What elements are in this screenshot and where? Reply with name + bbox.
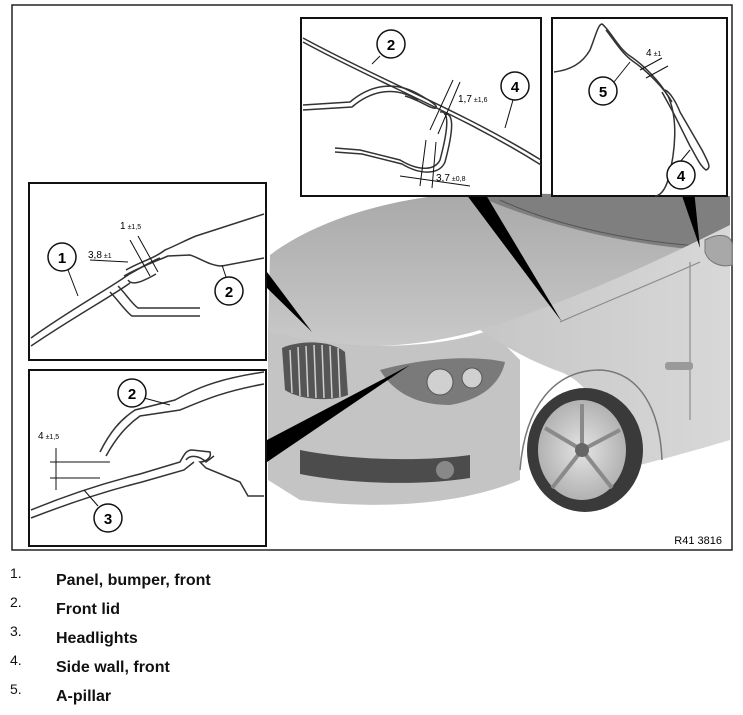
callout-4b: 4 xyxy=(677,168,686,185)
dim-4-left: 4±1,5 xyxy=(38,431,59,442)
legend-item: 2. Front lid xyxy=(10,594,730,623)
dim-3-7: 3,7±0,8 xyxy=(436,173,466,184)
legend-number: 4. xyxy=(10,652,22,668)
legend-item: 5. A-pillar xyxy=(10,681,730,710)
legend-label: Front lid xyxy=(56,601,120,618)
callout-2b: 2 xyxy=(225,284,233,301)
legend-number: 3. xyxy=(10,623,22,639)
detail-lid-headlight: 4±1,5 2 3 xyxy=(28,369,267,547)
callout-3: 3 xyxy=(104,511,112,528)
dim-3-8: 3,8±1 xyxy=(88,250,112,261)
legend-list: 1. Panel, bumper, front 2. Front lid 3. … xyxy=(10,565,730,710)
callout-2: 2 xyxy=(387,37,395,54)
callout-4: 4 xyxy=(511,79,520,96)
legend-label: Panel, bumper, front xyxy=(56,572,211,589)
legend-item: 4. Side wall, front xyxy=(10,652,730,681)
legend-label: Side wall, front xyxy=(56,659,170,676)
dim-1-7: 1,7±1,6 xyxy=(458,94,488,105)
dim-4-right: 4±1 xyxy=(646,48,661,59)
detail-bumper-lid: 1±1,5 3,8±1 1 2 xyxy=(28,182,267,361)
car-illustration xyxy=(268,193,733,512)
legend-item: 1. Panel, bumper, front xyxy=(10,565,730,594)
detail-sidewall-apillar: 4±1 5 4 xyxy=(551,17,728,197)
figure-number: R41 3816 xyxy=(674,535,722,547)
legend-number: 1. xyxy=(10,565,22,581)
diagram-figure: 1,7±1,6 3,7±0,8 2 4 4±1 5 4 xyxy=(11,4,733,551)
dim-1-left: 1±1,5 xyxy=(120,221,141,232)
detail-pointers xyxy=(267,190,700,462)
legend-number: 5. xyxy=(10,681,22,697)
callout-1: 1 xyxy=(58,250,66,267)
callout-2c: 2 xyxy=(128,386,136,403)
legend-number: 2. xyxy=(10,594,22,610)
legend-label: Headlights xyxy=(56,630,138,647)
callout-5: 5 xyxy=(599,84,607,101)
legend-item: 3. Headlights xyxy=(10,623,730,652)
detail-lid-sidewall: 1,7±1,6 3,7±0,8 2 4 xyxy=(300,17,542,197)
legend-label: A-pillar xyxy=(56,688,112,705)
